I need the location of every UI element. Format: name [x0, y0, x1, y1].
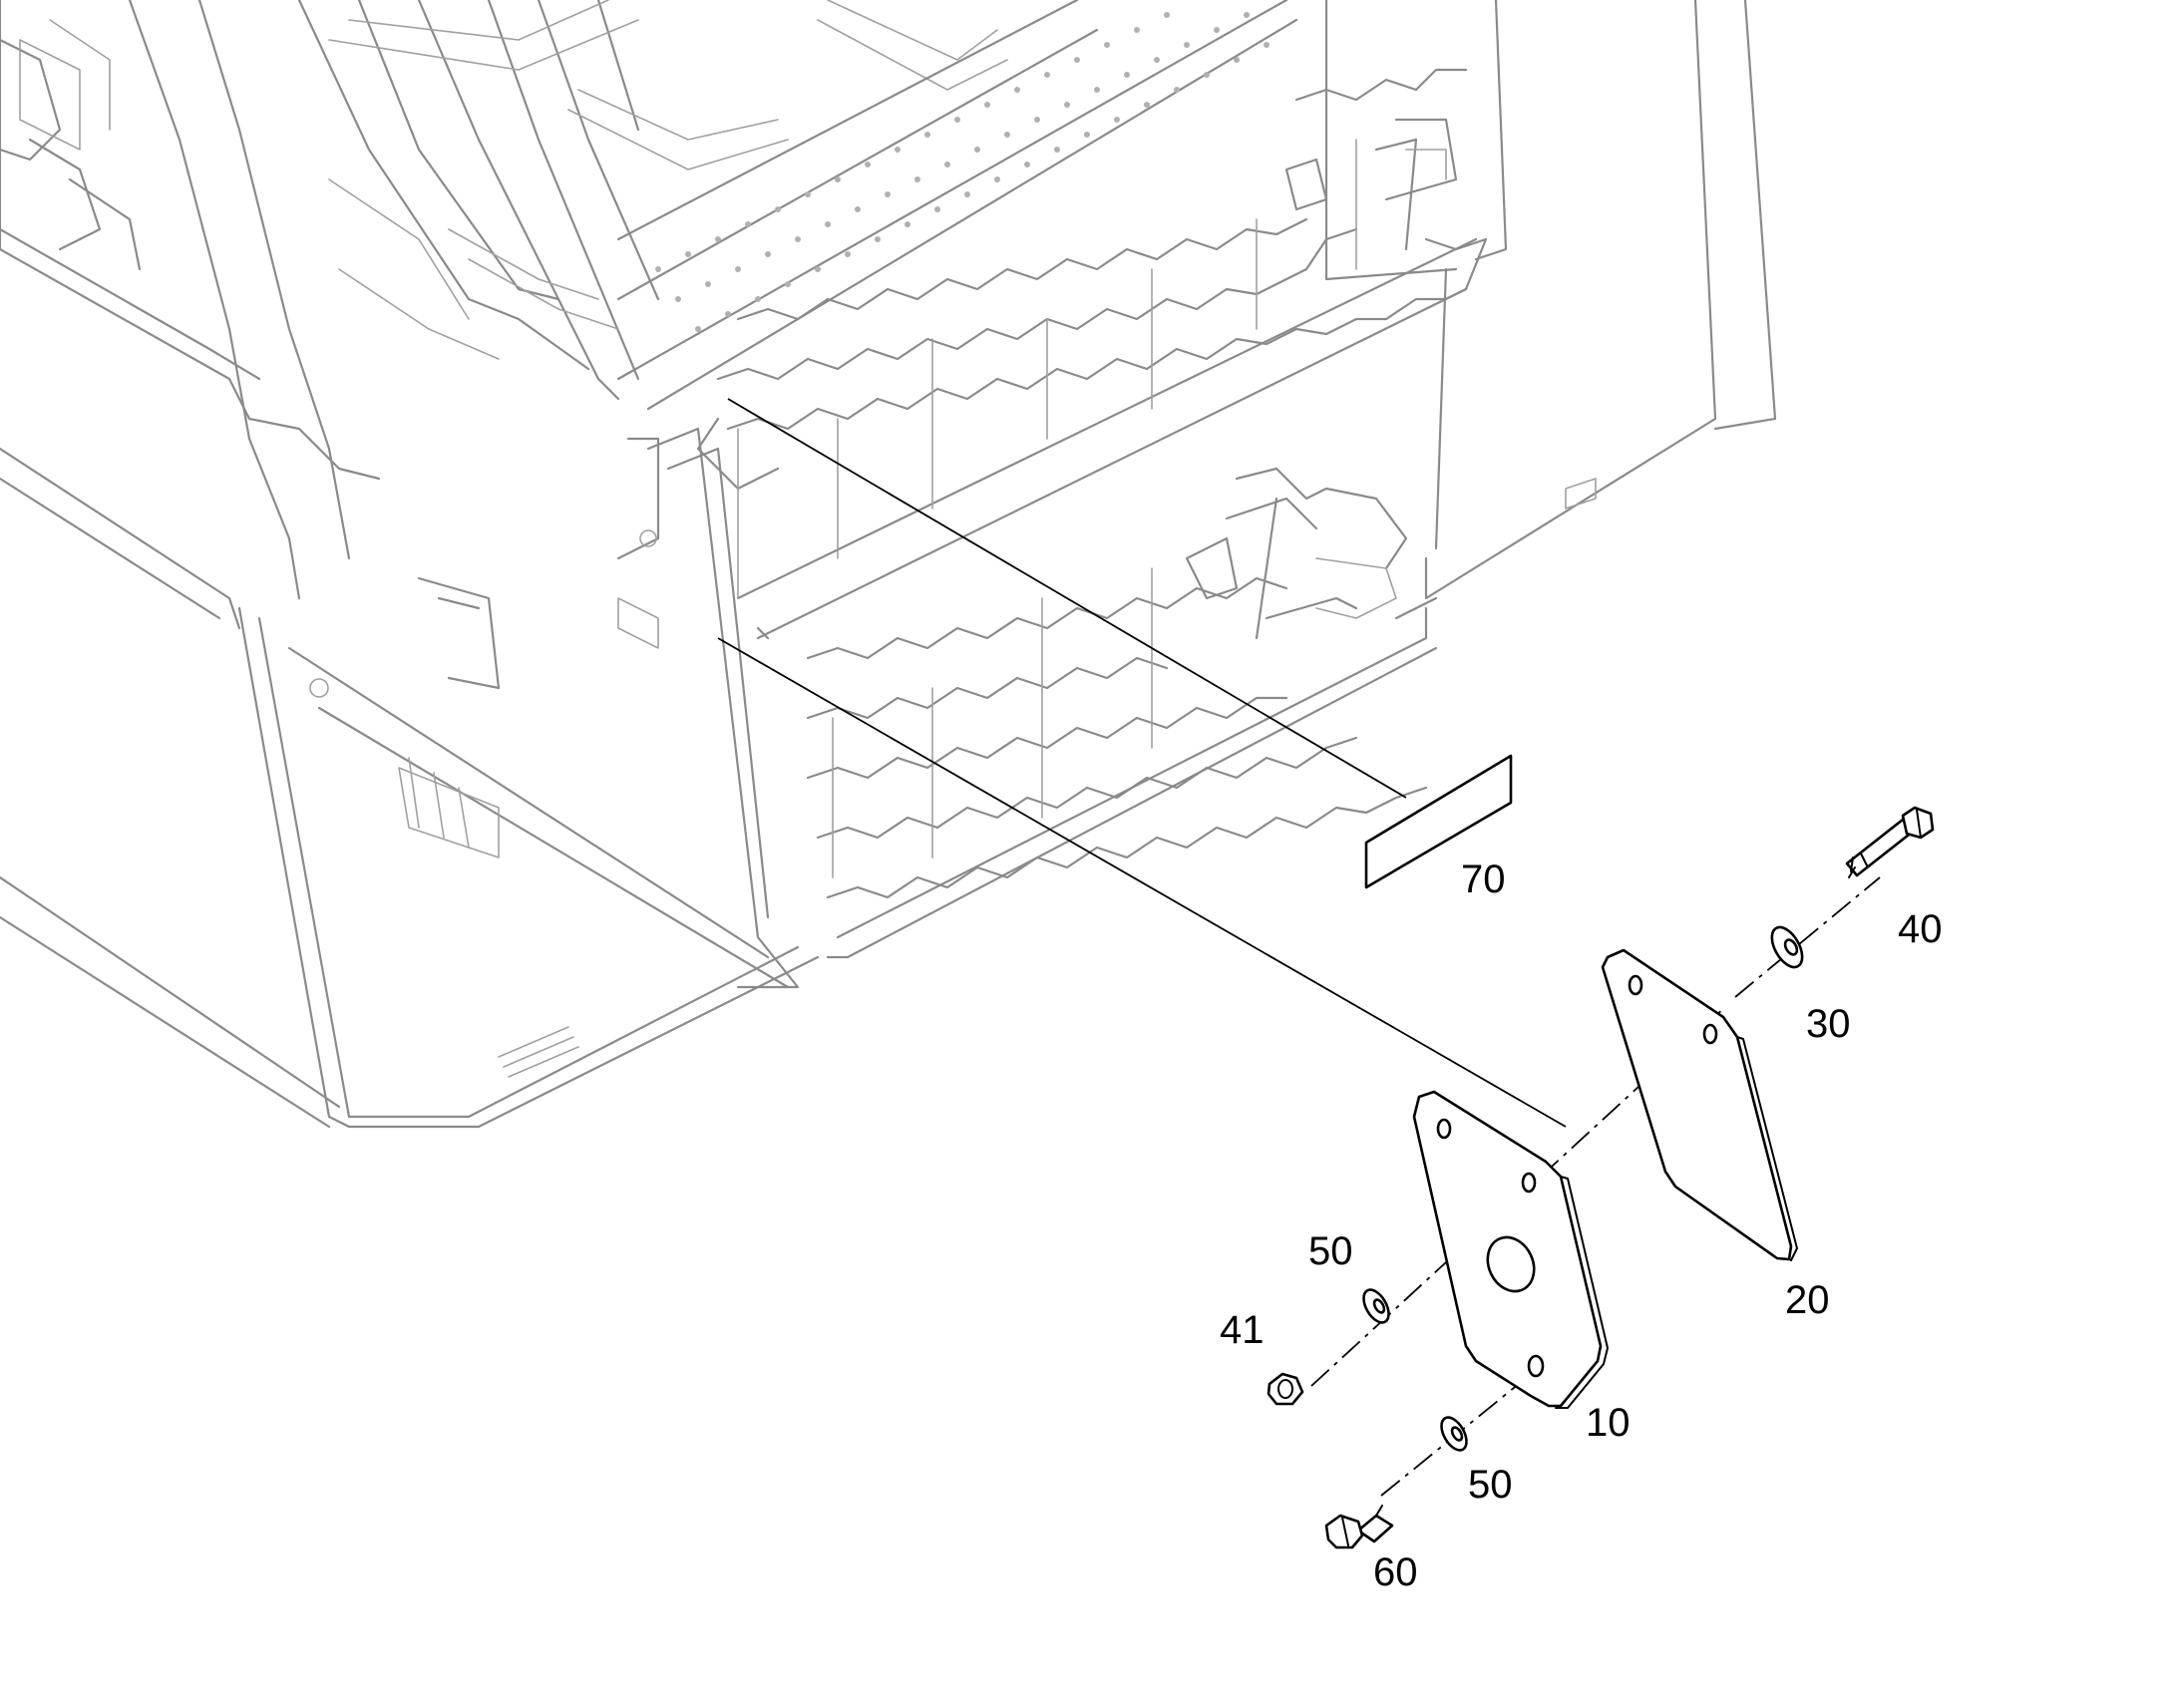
- axis-upper: [1310, 1184, 1532, 1387]
- callout-50-lower: 50: [1468, 1463, 1513, 1507]
- callout-30: 30: [1806, 1002, 1851, 1046]
- machine-body: [0, 0, 1777, 1129]
- part-50-lower-washer: [1440, 1416, 1468, 1452]
- callouts: 70 40 30 20 50 41 10 50 60: [1220, 857, 1943, 1594]
- callout-20: 20: [1785, 1278, 1830, 1322]
- callout-60: 60: [1373, 1550, 1418, 1594]
- callout-50-upper: 50: [1308, 1229, 1353, 1273]
- callout-70: 70: [1461, 857, 1506, 901]
- part-20-plate: [1601, 948, 1798, 1261]
- part-30-washer: [1770, 925, 1804, 969]
- leader-70: [727, 398, 1407, 799]
- callout-10: 10: [1586, 1401, 1631, 1445]
- leader-10: [717, 637, 1567, 1128]
- part-70-decal: [1364, 754, 1513, 889]
- part-10-bracket: [1412, 1090, 1609, 1409]
- part-50-upper-washer: [1362, 1288, 1390, 1324]
- part-40-bolt: [1845, 806, 1935, 878]
- deck-perforations: [655, 12, 1270, 332]
- axis-upper-c: [1734, 876, 1881, 998]
- callout-40: 40: [1898, 907, 1943, 951]
- upper-step-tread: [696, 68, 1488, 640]
- lower-step-tread: [806, 467, 1438, 959]
- leader-lines: [717, 398, 1567, 1128]
- callout-41: 41: [1220, 1308, 1265, 1352]
- part-60-bolt: [1324, 1505, 1394, 1549]
- part-41-nut: [1267, 1372, 1304, 1406]
